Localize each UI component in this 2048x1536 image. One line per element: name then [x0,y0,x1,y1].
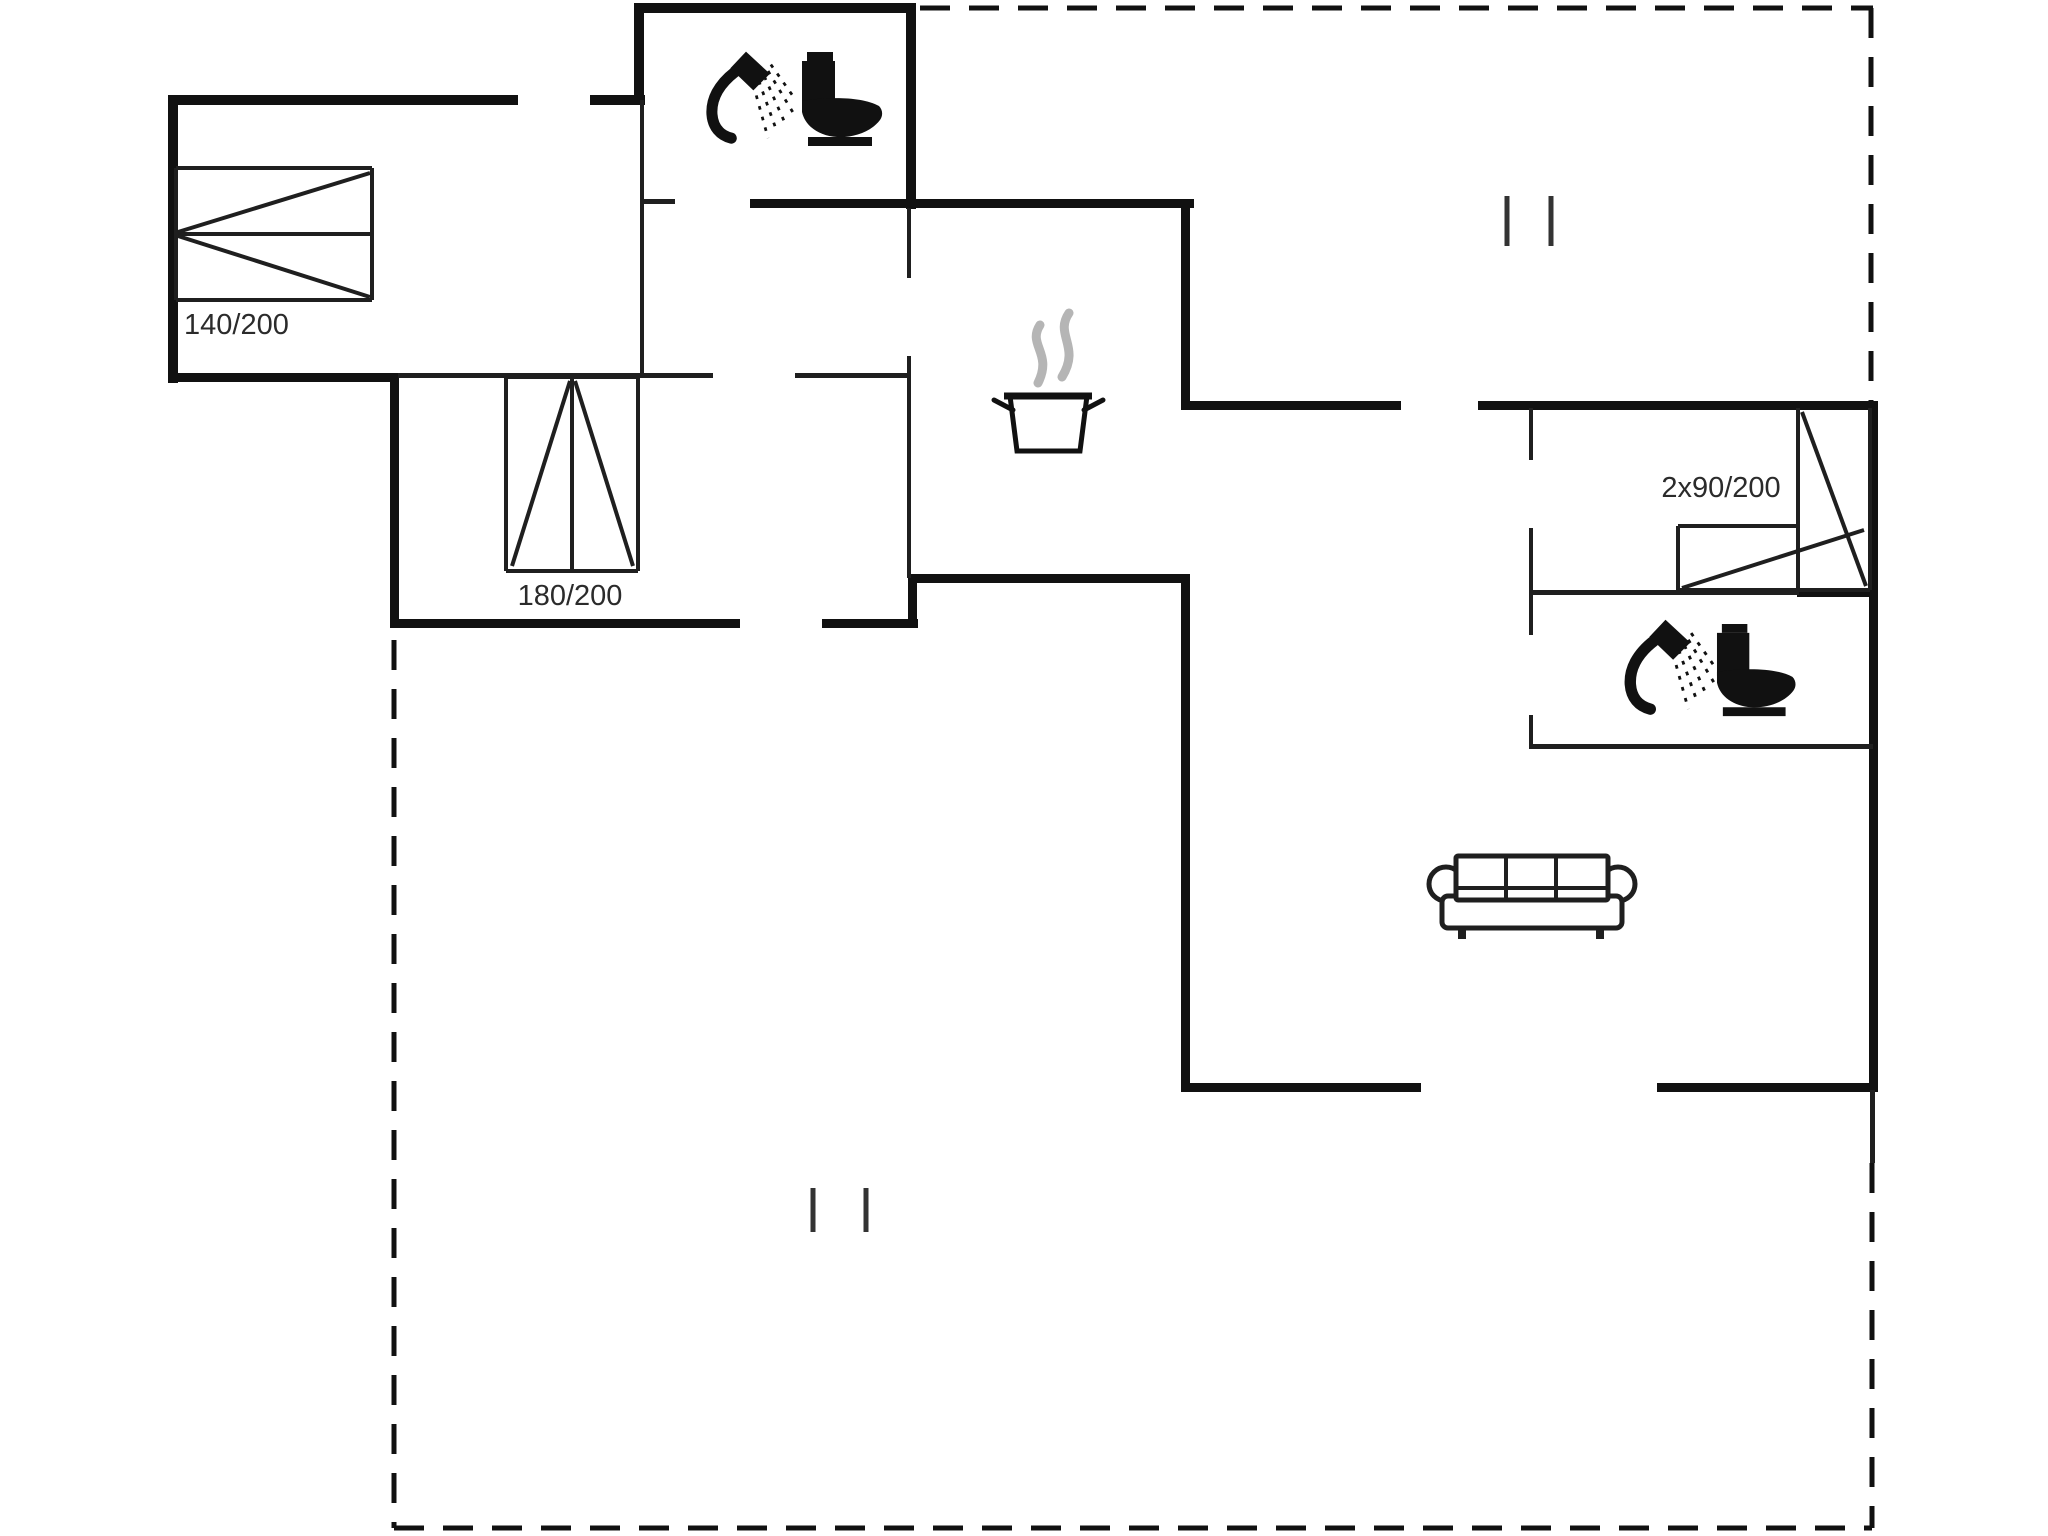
bed-180-label: 180/200 [517,580,623,612]
sofa-feet [1458,926,1604,939]
terrace-dashed-outline [391,5,1875,1531]
shower-icon-bathroom-1 [706,51,796,144]
sofa-cushion-lines [1456,856,1608,900]
stove-pot-icon [991,392,1106,454]
steam-wisps-icon [1031,308,1074,388]
window-tick-marks [810,196,1554,1232]
bed-180-symbol [504,375,640,573]
bed-140-symbol [174,166,374,302]
toilet-icon-bathroom-1 [802,52,883,146]
bed-2x90-symbol [1676,408,1872,592]
bed-2x90-label: 2x90/200 [1661,472,1781,504]
toilet-icon-bathroom-2 [1716,624,1796,717]
shower-icon-bathroom-2 [1624,619,1718,715]
sofa-seats [1453,853,1611,903]
exterior-and-interior-thick-walls [168,3,1878,1092]
interior-thin-walls [398,100,1875,1163]
bed-140-label: 140/200 [184,309,289,341]
